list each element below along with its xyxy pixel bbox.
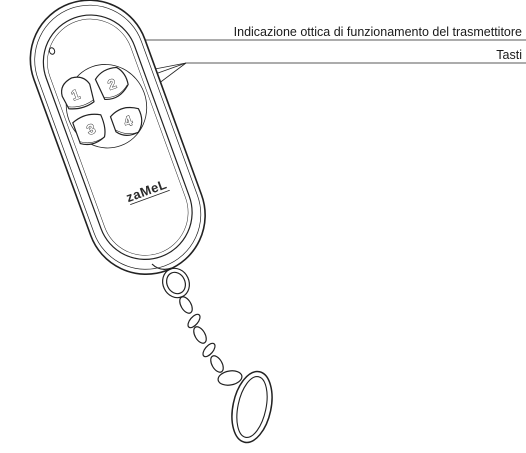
button-2[interactable]: 2	[94, 64, 132, 102]
button-4-shape	[109, 106, 143, 136]
key-ring	[217, 370, 273, 444]
buttons-callout-label: Tasti	[496, 48, 522, 62]
chain-link	[210, 355, 224, 373]
remote-inner-panel	[42, 14, 193, 260]
keychain-loop	[151, 263, 173, 270]
button-2-shape	[94, 66, 129, 100]
button-3-shape	[72, 113, 106, 146]
button-cluster-recess	[65, 64, 148, 149]
chain-link	[202, 342, 216, 358]
button-3[interactable]: 3	[72, 110, 109, 147]
remote-shell-edge	[34, 4, 202, 270]
keychain-chain	[179, 296, 224, 373]
brand-logo-underline	[130, 189, 170, 206]
led-indicator	[48, 47, 56, 55]
chain-link	[187, 313, 201, 329]
button-1-shade	[68, 99, 94, 108]
button-1[interactable]: 1	[57, 73, 96, 113]
key-ring-connector	[217, 370, 243, 386]
button-2-shade	[104, 84, 128, 98]
led-callout-label: Indicazione ottica di funzionamento del …	[234, 25, 522, 39]
button-1-shape	[61, 76, 95, 110]
remote-body	[29, 0, 206, 276]
chain-link	[179, 296, 193, 314]
keychain-ring-small-inner	[166, 271, 186, 295]
remote-inner-panel-edge	[47, 18, 189, 256]
key-ring-outer	[231, 370, 273, 444]
chain-link	[193, 326, 207, 344]
button-4[interactable]: 4	[109, 103, 146, 139]
key-ring-inner	[236, 375, 268, 439]
button-3-shade	[79, 136, 105, 144]
button-4-shade	[115, 129, 139, 135]
